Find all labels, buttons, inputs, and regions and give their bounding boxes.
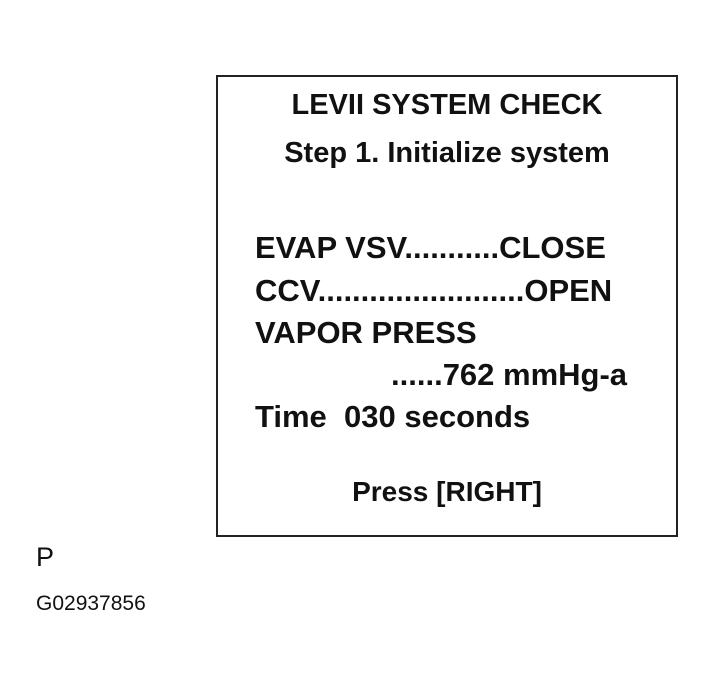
vapor-press-value: 762 mmHg-a bbox=[442, 357, 628, 392]
ccv-dots: ........................ bbox=[317, 273, 525, 308]
figure-letter: P bbox=[36, 542, 55, 572]
press-right-prompt: Press [RIGHT] bbox=[352, 476, 542, 507]
tester-display: LEVII SYSTEM CHECK Step 1. Initialize sy… bbox=[216, 75, 678, 537]
vapor-press-row: ......762 mmHg-a bbox=[391, 357, 627, 393]
vapor-press-dots: ...... bbox=[391, 357, 443, 392]
time-value: 030 seconds bbox=[344, 399, 531, 434]
figure-code: G02937856 bbox=[36, 592, 146, 615]
evap-vsv-label: EVAP VSV bbox=[255, 230, 405, 265]
evap-vsv-value: CLOSE bbox=[499, 230, 606, 265]
screen-subtitle: Step 1. Initialize system bbox=[284, 137, 610, 169]
screen-title: LEVII SYSTEM CHECK bbox=[291, 89, 603, 121]
time-row: Time 030 seconds bbox=[255, 399, 530, 435]
time-label: Time bbox=[255, 399, 327, 434]
evap-vsv-row: EVAP VSV...........CLOSE bbox=[255, 230, 606, 266]
ccv-value: OPEN bbox=[524, 273, 613, 308]
vapor-press-label: VAPOR PRESS bbox=[255, 315, 477, 350]
evap-vsv-dots: ........... bbox=[404, 230, 500, 265]
ccv-label: CCV bbox=[255, 273, 318, 308]
ccv-row: CCV........................OPEN bbox=[255, 273, 612, 309]
